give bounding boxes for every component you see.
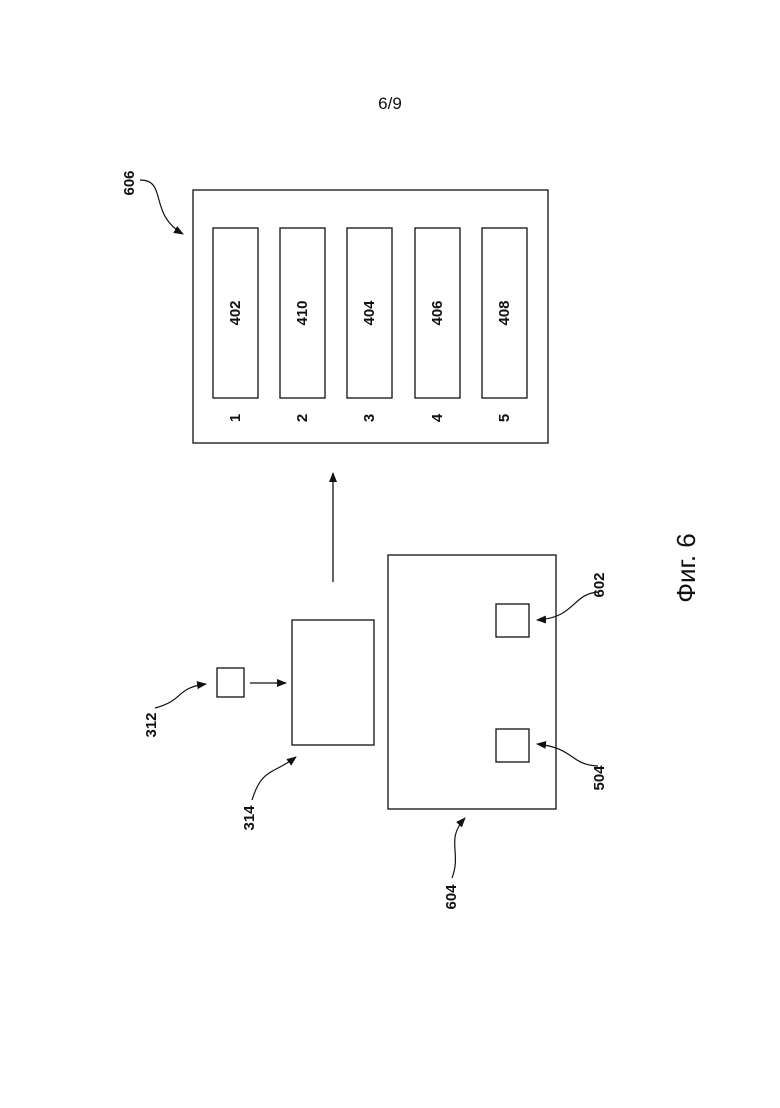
ref-label-606: 606 xyxy=(121,170,138,195)
leader-602 xyxy=(537,592,598,620)
column-ref-label: 406 xyxy=(429,300,446,325)
column-ref-label: 410 xyxy=(294,300,311,325)
column-ref-label: 402 xyxy=(227,300,244,325)
column-index-label: 2 xyxy=(294,414,311,422)
square-504 xyxy=(496,729,529,762)
box-314 xyxy=(292,620,374,745)
leader-604 xyxy=(452,818,465,878)
column-2: 410 2 xyxy=(280,228,325,422)
page-number: 6/9 xyxy=(360,94,420,114)
ref-label-602: 602 xyxy=(591,572,608,597)
box-312 xyxy=(217,668,244,697)
column-index-label: 4 xyxy=(429,413,446,422)
ref-label-314: 314 xyxy=(241,805,258,831)
column-5: 408 5 xyxy=(482,228,527,422)
leader-314 xyxy=(252,757,296,800)
column-4: 406 4 xyxy=(415,228,460,422)
column-3: 404 3 xyxy=(347,228,392,422)
column-ref-label: 408 xyxy=(496,300,513,325)
leader-312 xyxy=(155,684,206,708)
ref-label-312: 312 xyxy=(143,712,160,737)
leader-504 xyxy=(537,744,598,766)
ref-label-504: 504 xyxy=(591,765,608,791)
box-604 xyxy=(388,555,556,809)
column-ref-label: 404 xyxy=(361,300,378,326)
column-index-label: 3 xyxy=(361,414,378,422)
column-1: 402 1 xyxy=(213,228,258,422)
ref-label-604: 604 xyxy=(443,884,460,910)
leader-606 xyxy=(140,180,183,234)
square-602 xyxy=(496,604,529,637)
figure-caption: Фиг. 6 xyxy=(671,533,701,603)
column-index-label: 5 xyxy=(496,414,513,422)
column-index-label: 1 xyxy=(227,414,244,422)
